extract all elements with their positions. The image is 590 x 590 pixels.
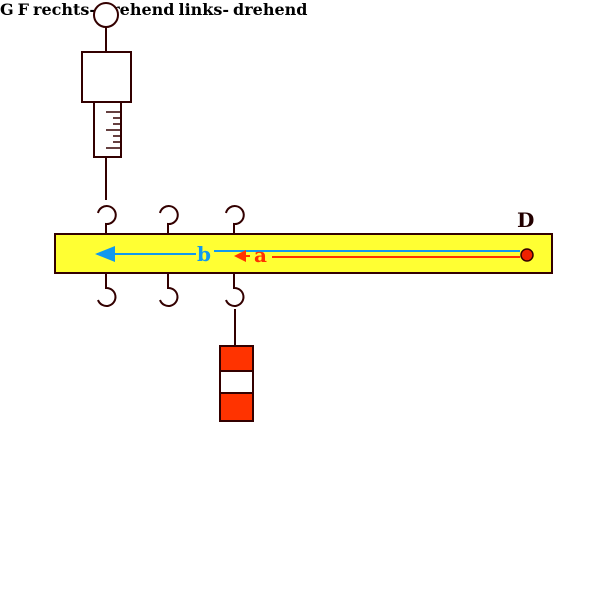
pivot-point xyxy=(520,248,534,262)
hook-top-2 xyxy=(159,205,179,233)
weight-top-block xyxy=(219,345,254,372)
hook-bottom-2 xyxy=(159,274,179,307)
hook-top-3 xyxy=(225,205,245,233)
spring-scale-housing xyxy=(81,51,132,103)
weight-block xyxy=(219,345,254,422)
lever-arm-a-arrowhead xyxy=(234,250,246,262)
pivot-label: D xyxy=(517,208,534,232)
weight-middle-block xyxy=(219,370,254,394)
force-label: F xyxy=(17,0,30,19)
spring-scale-ticks xyxy=(106,111,121,149)
hooks-bottom xyxy=(97,274,245,307)
spring-scale-ring xyxy=(93,2,119,28)
counterclockwise-label-line1: links- xyxy=(178,0,230,19)
spring-scale xyxy=(81,2,132,200)
hook-top-1 xyxy=(97,205,117,233)
weight-arrow-shaft: G F rechts- drehend links- drehend xyxy=(0,0,308,19)
hook-bottom-1 xyxy=(97,274,117,307)
clockwise-label-line1: rechts- xyxy=(33,0,97,19)
counterclockwise-label-line2: drehend xyxy=(233,0,308,19)
hooks-top xyxy=(97,205,245,233)
lever-arm-b-label: b xyxy=(197,242,211,266)
weight-arrow-head: G F rechts- drehend links- drehend xyxy=(0,0,308,19)
hook-bottom-3 xyxy=(225,274,245,307)
weight-label: G xyxy=(0,0,14,19)
lever-arm-a-label: a xyxy=(254,243,267,267)
weight-bottom-block xyxy=(219,392,254,422)
